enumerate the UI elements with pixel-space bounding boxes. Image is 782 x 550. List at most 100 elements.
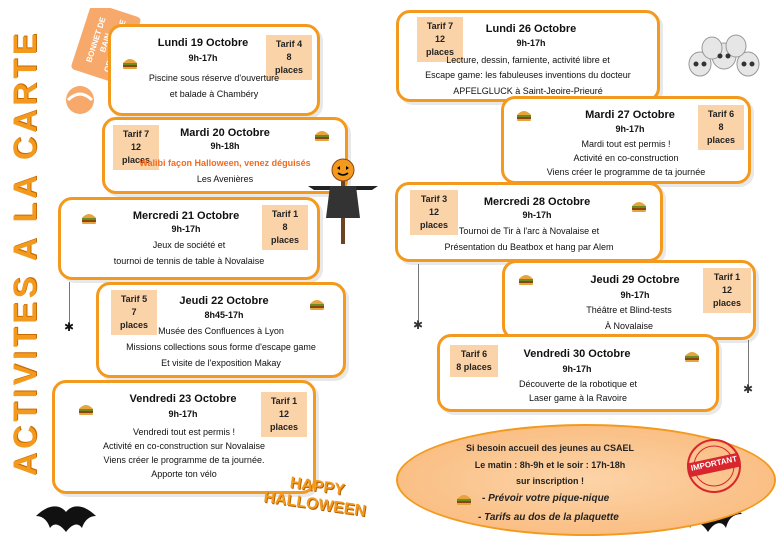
places-label: 8 places [274, 52, 304, 75]
tarif-badge: Tarif 3 12 places [410, 190, 458, 235]
burger-icon [309, 297, 325, 310]
places-label: 12 places [269, 409, 299, 432]
card-line: Les Avenières [196, 174, 254, 184]
card-lundi-19: Lundi 19 Octobre 9h-17h Tarif 4 8 places… [108, 24, 320, 116]
card-vendredi-23: Vendredi 23 Octobre 9h-17h Tarif 1 12 pl… [52, 380, 316, 494]
card-jeudi-22: Tarif 5 7 places Jeudi 22 Octobre 8h45-1… [96, 282, 346, 378]
card-jeudi-29: Jeudi 29 Octobre 9h-17h Tarif 1 12 place… [502, 260, 756, 340]
card-line: Piscine sous réserve d'ouverture [148, 73, 280, 83]
places-label: 8 places [456, 362, 492, 372]
burger-icon [456, 492, 472, 505]
scarecrow-icon [306, 156, 380, 246]
card-title: Vendredi 30 Octobre [523, 348, 631, 360]
tarif-badge: Tarif 1 8 places [262, 205, 308, 250]
card-vendredi-30: Tarif 6 8 places Vendredi 30 Octobre 9h-… [437, 334, 719, 412]
card-title: Lundi 19 Octobre [157, 37, 249, 49]
card-line: Activité en co-construction [573, 153, 679, 163]
card-hours: 9h-17h [188, 53, 218, 63]
card-line: Jeux de société et [152, 240, 226, 250]
places-label: 12 places [419, 207, 449, 230]
card-hours: 9h-18h [210, 141, 240, 151]
card-mardi-20: Tarif 7 12 places Mardi 20 Octobre 9h-18… [102, 117, 348, 194]
tarif-label: Tarif 3 [420, 194, 448, 204]
card-line: Viens créer le programme de ta journée. [103, 455, 265, 465]
card-title: Vendredi 23 Octobre [129, 393, 237, 405]
card-hours: 9h-17h [615, 124, 645, 134]
places-label: 8 places [706, 122, 736, 145]
card-title: Mercredi 28 Octobre [483, 196, 591, 208]
burger-icon [684, 349, 700, 362]
places-label: 7 places [119, 307, 149, 330]
places-label: 12 places [121, 142, 151, 165]
tarif-label: Tarif 6 [707, 109, 735, 119]
tarif-label: Tarif 1 [270, 396, 298, 406]
footer-note-tarifs: - Tarifs au dos de la plaquette [478, 512, 619, 523]
spider-icon: ✱ [64, 320, 75, 334]
card-line: APFELGLUCK à Saint-Jeoire-Prieuré [453, 86, 603, 96]
card-line: Laser game à la Ravoire [528, 393, 628, 403]
card-hours: 9h-17h [562, 364, 592, 374]
footer-line-2: Le matin : 8h-9h et le soir : 17h-18h [474, 460, 626, 470]
card-line: Mardi tout est permis ! [581, 139, 671, 149]
card-line: Walibi façon Halloween, venez déguisés [139, 158, 311, 168]
important-stamp: IMPORTANT [686, 438, 742, 494]
tarif-badge: Tarif 7 12 places [417, 17, 463, 62]
card-mardi-27: Mardi 27 Octobre 9h-17h Tarif 6 8 places… [501, 96, 751, 184]
burger-icon [631, 199, 647, 212]
burger-icon [516, 108, 532, 121]
card-title: Mardi 20 Octobre [180, 127, 270, 139]
tarif-label: Tarif 7 [122, 129, 150, 139]
card-line: Vendredi tout est permis ! [132, 427, 236, 437]
card-line: et balade à Chambéry [169, 89, 259, 99]
skulls-icon [686, 34, 764, 80]
footer-line-3: sur inscription ! [515, 476, 584, 486]
card-mercredi-28: Tarif 3 12 places Mercredi 28 Octobre 9h… [395, 182, 663, 262]
card-line: Viens créer le programme de ta journée [546, 167, 706, 177]
card-line: Escape game: les fabuleuses inventions d… [425, 70, 631, 80]
burger-icon [314, 128, 330, 141]
card-title: Jeudi 22 Octobre [179, 295, 269, 307]
tarif-label: Tarif 1 [713, 272, 741, 282]
card-hours: 9h-17h [171, 224, 201, 234]
card-hours: 9h-17h [516, 38, 546, 48]
footer-note-picnic: - Prévoir votre pique-nique [482, 493, 610, 504]
tarif-badge: Tarif 5 7 places [111, 290, 157, 335]
card-hours: 8h45-17h [204, 310, 244, 320]
tarif-label: Tarif 1 [271, 209, 299, 219]
card-mercredi-21: Mercredi 21 Octobre 9h-17h Tarif 1 8 pla… [58, 197, 320, 280]
card-line: Apporte ton vélo [151, 469, 217, 479]
burger-icon [78, 402, 94, 415]
spider-icon: ✱ [743, 382, 754, 396]
card-line: Présentation du Beatbox et hang par Alem [444, 242, 614, 252]
places-label: 8 places [270, 222, 300, 245]
tarif-badge: Tarif 1 12 places [703, 268, 751, 313]
card-hours: 9h-17h [168, 409, 198, 419]
card-line: Tournoi de Tir à l'arc à Novalaise et [458, 226, 600, 236]
spider-icon: ✱ [413, 318, 424, 332]
places-label: 12 places [712, 285, 742, 308]
card-hours: 9h-17h [620, 290, 650, 300]
burger-icon [518, 272, 534, 285]
tarif-label: Tarif 5 [120, 294, 148, 304]
card-line: Et visite de l'exposition Makay [161, 358, 281, 368]
card-line: Théâtre et Blind-tests [586, 305, 672, 315]
tarif-badge: Tarif 6 8 places [698, 105, 744, 150]
tarif-label: Tarif 4 [275, 39, 303, 49]
tarif-badge: Tarif 1 12 places [261, 392, 307, 437]
card-title: Lundi 26 Octobre [485, 23, 577, 35]
card-line: À Novalaise [604, 321, 654, 331]
card-line: Missions collections sous forme d'escape… [126, 342, 316, 352]
card-title: Mardi 27 Octobre [585, 109, 675, 121]
card-line: Lecture, dessin, farniente, activité lib… [446, 55, 610, 65]
card-title: Mercredi 21 Octobre [132, 210, 240, 222]
tarif-badge: Tarif 4 8 places [266, 35, 312, 80]
tarif-badge: Tarif 7 12 places [113, 125, 159, 170]
tarif-label: Tarif 7 [426, 21, 454, 31]
bat-icon [34, 502, 98, 543]
card-title: Jeudi 29 Octobre [590, 274, 680, 286]
burger-icon [81, 211, 97, 224]
card-line: Activité en co-construction sur Novalais… [102, 441, 266, 451]
tarif-label: Tarif 6 [460, 349, 488, 359]
card-line: tournoi de tennis de table à Novalaise [113, 256, 265, 266]
card-hours: 9h-17h [522, 210, 552, 220]
